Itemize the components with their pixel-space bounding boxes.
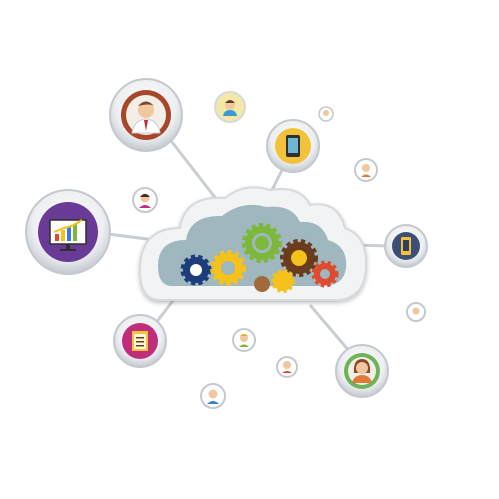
node-mobile-device[interactable] xyxy=(384,224,428,268)
mobile-device-icon xyxy=(401,237,411,255)
avatar-man-icon xyxy=(412,307,420,315)
presentation-chart-icon xyxy=(49,219,87,251)
gear-icon xyxy=(311,260,339,288)
connector-line xyxy=(163,132,219,201)
avatar-woman-icon xyxy=(139,193,151,208)
gear-icon xyxy=(254,276,270,292)
node-woman[interactable] xyxy=(335,344,389,398)
connector-line xyxy=(308,304,352,353)
avatar-bubble[interactable] xyxy=(354,158,378,182)
gear-icon xyxy=(280,239,318,277)
document-icon xyxy=(132,331,148,351)
small-avatars xyxy=(132,91,426,409)
businessman-avatar-icon xyxy=(131,101,161,134)
smartphone-icon xyxy=(286,135,300,157)
node-document[interactable] xyxy=(113,314,167,368)
avatar-bubble[interactable] xyxy=(406,302,426,322)
avatar-bubble[interactable] xyxy=(232,328,256,352)
woman-avatar-icon xyxy=(348,357,376,385)
avatar-bubble[interactable] xyxy=(132,187,158,213)
avatar-woman-icon xyxy=(223,100,237,116)
gears xyxy=(180,223,339,293)
avatar-man-icon xyxy=(207,389,219,404)
avatar-woman-icon xyxy=(361,164,371,177)
node-businessman[interactable] xyxy=(109,78,183,152)
node-smartphone[interactable] xyxy=(266,119,320,173)
gear-icon xyxy=(242,223,282,263)
avatar-woman-icon xyxy=(239,334,249,347)
avatar-bubble[interactable] xyxy=(318,106,334,122)
connector-line xyxy=(107,232,156,242)
gear-icon xyxy=(180,254,212,286)
node-presentation[interactable] xyxy=(25,189,111,275)
avatar-woman-icon xyxy=(282,361,292,373)
avatar-bubble[interactable] xyxy=(214,91,246,123)
avatar-man-icon xyxy=(323,110,329,116)
avatar-bubble[interactable] xyxy=(200,383,226,409)
gear-icon xyxy=(210,250,246,286)
gear-icon xyxy=(271,269,295,293)
avatar-bubble[interactable] xyxy=(276,356,298,378)
